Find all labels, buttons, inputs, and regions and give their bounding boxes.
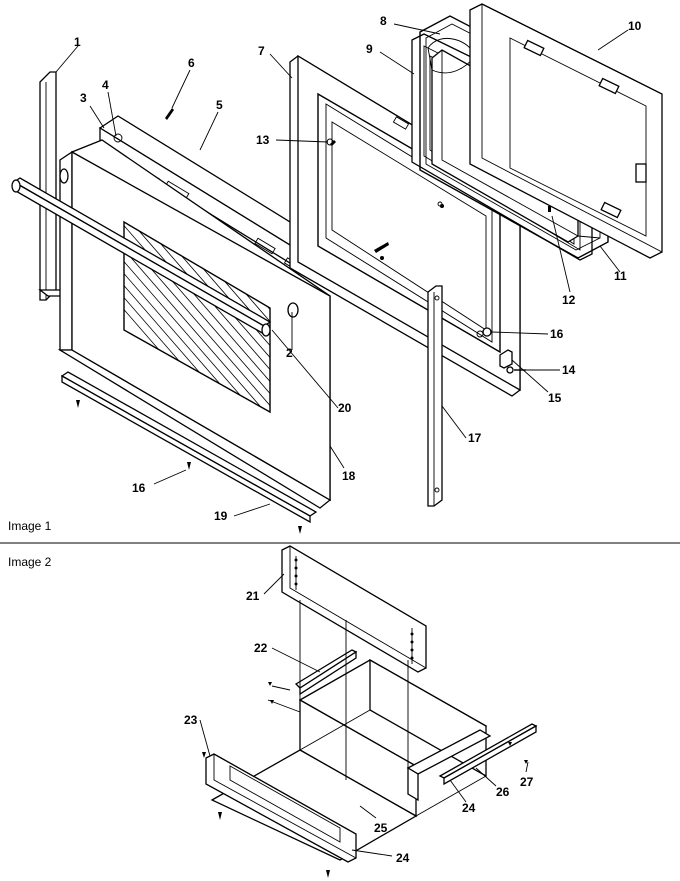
part-18-outer-door-panel (57, 139, 332, 509)
panel-label-image-1: Image 1 (8, 519, 52, 533)
part-24-slide (406, 729, 492, 802)
callout-15: 15 (548, 391, 562, 405)
callout-23: 23 (184, 713, 198, 727)
part-23-drawer-front (202, 752, 357, 878)
callout-27: 27 (520, 775, 534, 789)
callout-18: 18 (342, 469, 356, 483)
callout-1: 1 (74, 35, 81, 49)
part-11-clip (577, 235, 601, 239)
callout-7: 7 (258, 44, 265, 58)
callout-14: 14 (562, 363, 576, 377)
callout-9: 9 (366, 42, 373, 56)
part-17-hinge (427, 285, 443, 507)
panel-label-image-2: Image 2 (8, 555, 52, 569)
part-10-back-frame (469, 3, 663, 259)
callout-2: 2 (286, 346, 293, 360)
part-20-handle (11, 177, 272, 337)
callout-8: 8 (380, 14, 387, 28)
callout-13: 13 (256, 133, 270, 147)
callout-4: 4 (102, 78, 109, 92)
callout-10: 10 (628, 19, 642, 33)
callout-5: 5 (216, 98, 223, 112)
callout-22: 22 (254, 641, 268, 655)
part-26-rail (438, 723, 538, 786)
screws (165, 108, 444, 253)
callout-3: 3 (80, 91, 87, 105)
part-21-back-panel (281, 545, 427, 673)
callout-labels: 1 2 3 4 5 6 7 8 9 10 11 12 13 14 15 16 1… (74, 14, 642, 865)
part-25-drawer-body (210, 658, 488, 861)
leader-lines-image-2 (199, 573, 529, 857)
callout-6: 6 (188, 56, 195, 70)
callout-24-a: 24 (462, 801, 476, 815)
guide-lines (267, 600, 409, 780)
callout-20: 20 (338, 401, 352, 415)
callout-25: 25 (374, 821, 388, 835)
callout-16-b: 16 (132, 481, 146, 495)
leader-lines (55, 23, 629, 517)
part-19-bottom-trim (60, 371, 318, 534)
callout-16-a: 16 (550, 327, 564, 341)
image-1-door-assembly (11, 3, 663, 534)
callout-24-b: 24 (396, 851, 410, 865)
callout-21: 21 (246, 589, 260, 603)
callout-11: 11 (614, 269, 627, 283)
callout-12: 12 (562, 293, 576, 307)
parts-14-15-16-hardware (380, 256, 526, 374)
callout-19: 19 (214, 509, 228, 523)
image-2-drawer-assembly (199, 545, 538, 878)
callout-26: 26 (496, 785, 510, 799)
callout-17: 17 (468, 431, 482, 445)
